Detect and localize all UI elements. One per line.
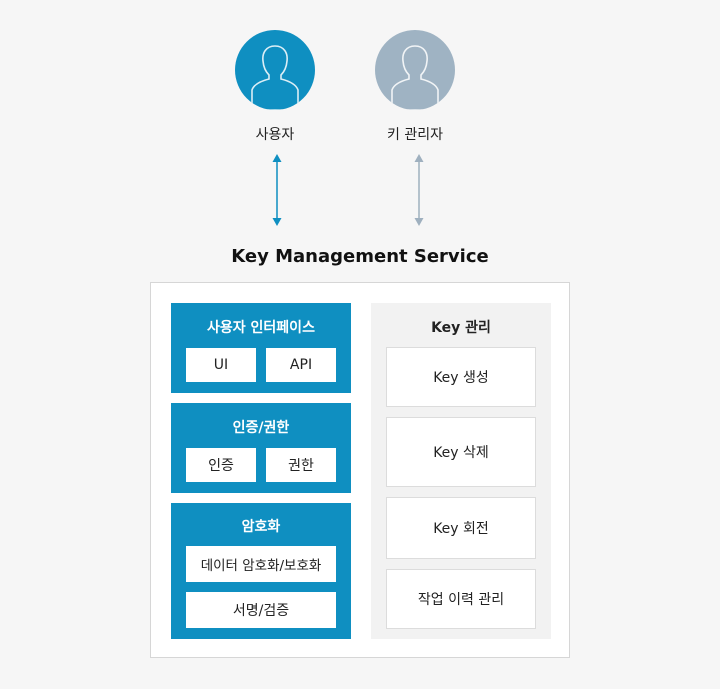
key-delete-box: Key 삭제	[386, 417, 536, 487]
service-title: Key Management Service	[231, 246, 489, 267]
key-admin-bidirectional-arrow	[414, 154, 424, 226]
key-admin-avatar	[375, 30, 455, 110]
user-interface-panel: 사용자 인터페이스 UI API	[171, 303, 351, 393]
key-management-title: Key 관리	[431, 320, 491, 336]
ui-box: UI	[186, 348, 256, 382]
auth-panel: 인증/권한 인증 권한	[171, 403, 351, 493]
crypto-panel: 암호화 데이터 암호화/보호화 서명/검증	[171, 503, 351, 639]
authentication-box: 인증	[186, 448, 256, 482]
user-icon	[391, 45, 439, 110]
api-box: API	[266, 348, 336, 382]
user-interface-title: 사용자 인터페이스	[207, 320, 315, 336]
encryption-box: 데이터 암호화/보호화	[186, 546, 336, 582]
key-admin-label: 키 관리자	[387, 127, 443, 143]
user-bidirectional-arrow	[272, 154, 282, 226]
signing-box: 서명/검증	[186, 592, 336, 628]
user-avatar	[235, 30, 315, 110]
job-history-box: 작업 이력 관리	[386, 569, 536, 629]
key-create-box: Key 생성	[386, 347, 536, 407]
user-label: 사용자	[255, 127, 295, 143]
user-icon	[251, 45, 299, 110]
key-management-panel: Key 관리 Key 생성 Key 삭제 Key 회전 작업 이력 관리	[371, 303, 551, 639]
key-rotate-box: Key 회전	[386, 497, 536, 559]
authorization-box: 권한	[266, 448, 336, 482]
crypto-title: 암호화	[241, 519, 281, 535]
auth-title: 인증/권한	[232, 420, 290, 436]
